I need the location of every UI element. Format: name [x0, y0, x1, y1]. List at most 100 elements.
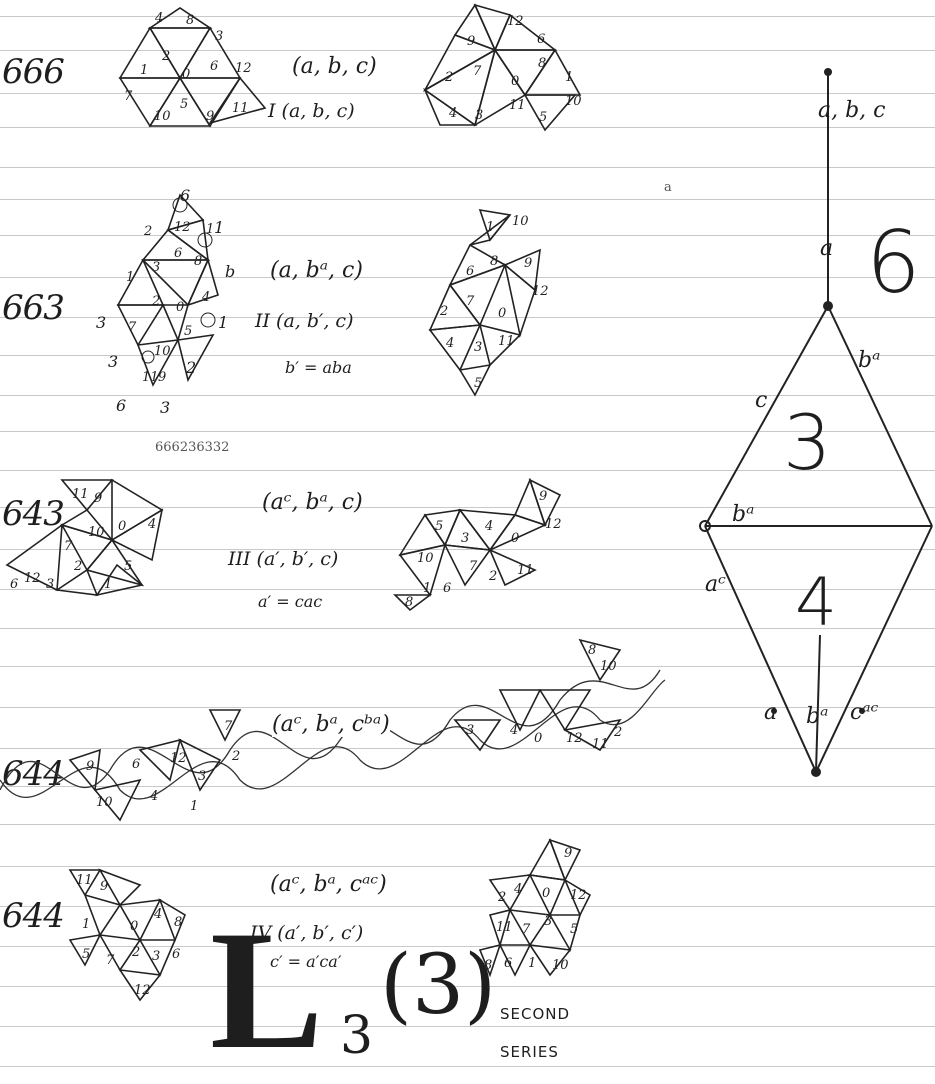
tri-num: 10 — [154, 109, 171, 124]
stray-number: 666236332 — [155, 440, 229, 455]
tri-num: 2 — [151, 294, 160, 309]
tri-num: 1 — [190, 799, 198, 814]
tri-num: 5 — [539, 110, 547, 125]
tri-num: 7 — [469, 559, 478, 574]
tri-num: 11 — [592, 737, 609, 752]
face-label-upper: 3 — [783, 405, 831, 481]
tri-num: 12 — [545, 517, 562, 532]
tri-num: 12 — [532, 284, 549, 299]
title-main: L — [210, 905, 323, 1075]
caption-line1: SECOND — [500, 1005, 570, 1023]
tri-num: 0 — [534, 731, 542, 746]
tri-num: 2 — [131, 945, 140, 960]
tri-num: 0 — [498, 306, 506, 321]
tri-num: 9 — [94, 491, 102, 506]
tri-num: 0 — [176, 300, 184, 315]
tri-num: 3 — [466, 723, 474, 738]
tri-num: 9 — [467, 34, 475, 49]
tri-num: 6 — [210, 59, 218, 74]
tri-num: 2 — [497, 890, 506, 905]
tri-num: 4 — [147, 517, 156, 532]
series-formula: (a, b, c) — [292, 54, 377, 79]
tri-num: 3 — [544, 914, 552, 929]
series-name: 663 — [2, 288, 64, 328]
tri-num: 6 — [537, 32, 545, 47]
tri-num: 1 — [528, 956, 536, 971]
tri-num: 10 — [512, 214, 529, 229]
tri-num: 7 — [522, 922, 531, 937]
edge-label-upper-right: bᵃ — [858, 348, 880, 373]
tri-num: 11 — [232, 101, 249, 116]
tri-num: 10 — [88, 525, 105, 540]
series-generators: I (a, b, c) — [268, 100, 355, 122]
corner-mark: 6 — [116, 396, 126, 415]
tri-num: 6 — [172, 947, 180, 962]
tri-num: 2 — [444, 70, 453, 85]
tri-num: 2 — [73, 559, 82, 574]
tri-num: 12 — [174, 220, 191, 235]
tri-num: 12 — [235, 61, 252, 76]
tri-num: 5 — [570, 922, 578, 937]
tri-num: 1 — [82, 917, 90, 932]
tri-num: 10 — [96, 795, 113, 810]
tri-num: 9 — [158, 370, 166, 385]
series-formula: (a, bᵃ, c) — [270, 258, 363, 283]
tri-num: 11 — [72, 487, 89, 502]
tri-num: 0 — [542, 886, 550, 901]
series-generators: III (a′, b′, c) — [228, 548, 338, 570]
tri-num: 0 — [511, 531, 519, 546]
edge-label-top: a, b, c — [818, 98, 886, 123]
tri-num: 12 — [570, 888, 587, 903]
tri-num: 8 — [186, 13, 194, 28]
tri-num: 11 — [76, 873, 93, 888]
tri-num: 2 — [231, 749, 240, 764]
tri-num: 8 — [194, 254, 202, 269]
tri-num: 0 — [182, 67, 190, 82]
triangle-patch-right: 10 1 6 8 9 2 7 12 0 4 3 11 5 — [420, 205, 560, 400]
tri-num: 5 — [474, 376, 482, 391]
edge-label-bottom-mid: bᵃ — [806, 704, 828, 729]
tri-num: 7 — [128, 320, 137, 335]
tri-num: 2 — [439, 304, 448, 319]
tri-num: 7 — [124, 89, 133, 104]
tri-num: 8 — [174, 915, 182, 930]
tri-num: 4 — [149, 789, 158, 804]
edge-label-top-lower: a — [820, 236, 833, 261]
tri-num: 9 — [539, 489, 547, 504]
tri-num: 3 — [475, 108, 483, 123]
series-relation: a′ = cac — [258, 592, 322, 611]
tri-num: 0 — [130, 919, 138, 934]
edge-label-middle: bᵃ — [732, 502, 754, 527]
triangle-patch-right: 9 12 5 3 4 0 10 11 7 2 8 1 6 — [385, 470, 585, 620]
tri-num: 0 — [118, 519, 126, 534]
corner-mark: 3 — [96, 313, 106, 332]
tri-num: 11 — [142, 370, 159, 385]
triangle-patch-left: 11 9 1 0 4 8 5 7 2 3 6 12 — [60, 860, 195, 1010]
corner-mark: 2 — [186, 358, 196, 377]
tri-num: 5 — [435, 519, 443, 534]
tri-num: 3 — [198, 769, 206, 784]
tri-num: 4 — [201, 290, 210, 305]
title-subscript: 3 — [340, 1010, 373, 1062]
tri-num: 1 — [486, 220, 494, 235]
tri-num: 12 — [134, 983, 151, 998]
tri-num: 10 — [552, 958, 569, 973]
tri-num: 7 — [64, 539, 73, 554]
corner-mark: 3 — [108, 352, 118, 371]
tri-num: 8 — [490, 254, 498, 269]
face-degree-top: 6 — [866, 220, 921, 306]
tri-num: 3 — [152, 260, 160, 275]
edge-label-upper-left: c — [755, 388, 767, 413]
tri-num: 4 — [448, 106, 457, 121]
tri-num: 9 — [564, 846, 572, 861]
tri-num: 8 — [538, 56, 546, 71]
tri-num: 4 — [513, 882, 522, 897]
series-generators: II (a, b′, c) — [255, 310, 353, 332]
tri-num: 2 — [613, 725, 622, 740]
tri-num: 2 — [161, 49, 170, 64]
tri-num: 1 — [126, 270, 134, 285]
tri-num: 11 — [498, 334, 515, 349]
tri-num: 3 — [474, 340, 482, 355]
tri-num: 8 — [588, 643, 596, 658]
